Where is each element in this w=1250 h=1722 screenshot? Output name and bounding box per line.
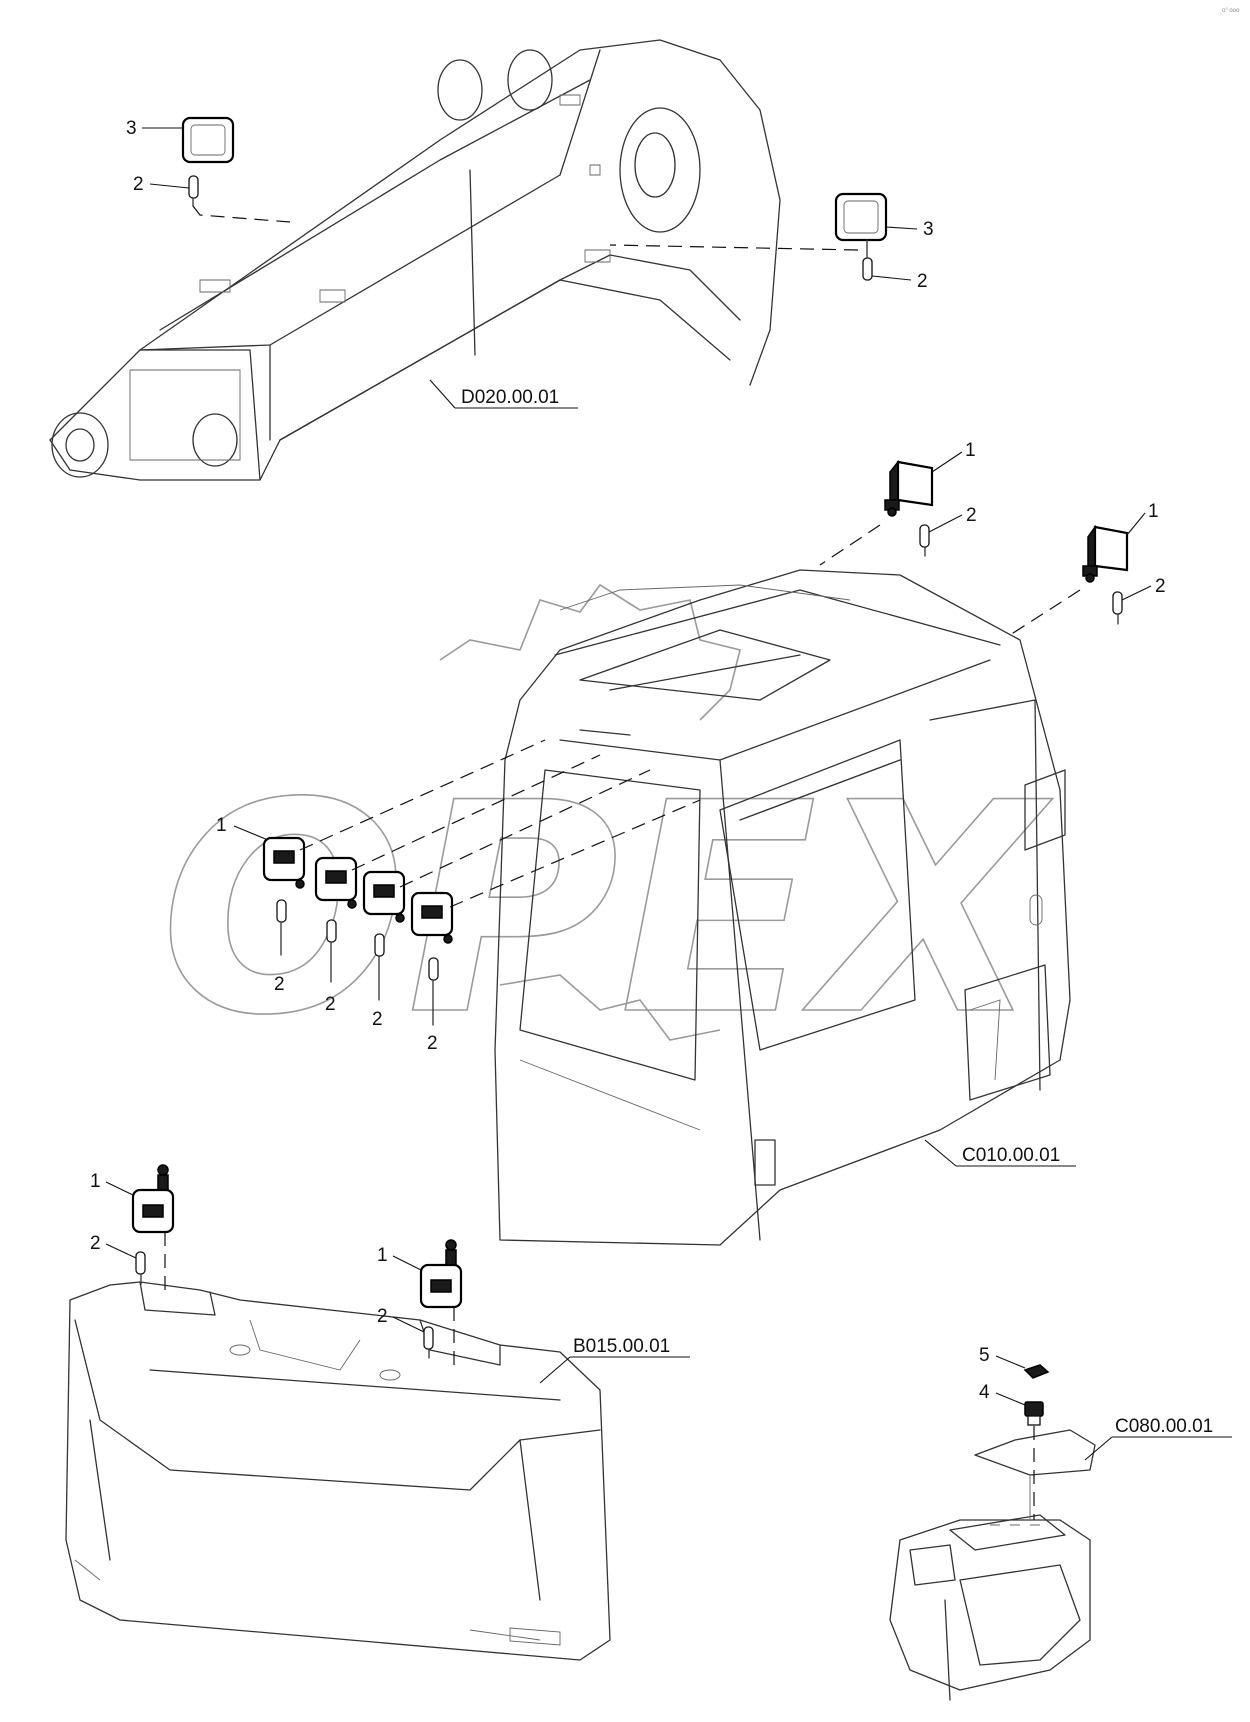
callout-rear-bulb-left: 2 [90, 1233, 137, 1259]
reference-code: C010.00.01 [962, 1145, 1060, 1166]
front-lamp-1-assembly-line [299, 739, 546, 851]
rear-work-lamp-right [419, 1239, 463, 1309]
callout-number: 5 [979, 1345, 990, 1366]
callout-number: 1 [216, 815, 227, 836]
callout-number: 3 [126, 118, 137, 139]
front-work-lamp-4 [410, 891, 454, 944]
reference-label-counterweight: B015.00.01 [539, 1336, 690, 1384]
callout-switch-cap: 5 [979, 1345, 1026, 1369]
boom-work-lamp-right [834, 192, 888, 242]
callout-number: 1 [90, 1171, 101, 1192]
front-work-lamp-1 [262, 836, 306, 889]
boom-assembly [49, 39, 781, 481]
boom-left-assembly-line [192, 205, 291, 223]
reference-label-boom: D020.00.01 [429, 379, 578, 409]
front-work-lamp-3 [362, 870, 406, 923]
callout-number: 2 [1155, 576, 1166, 597]
callout-number: 2 [274, 974, 285, 995]
boom-bulb-left [188, 175, 199, 207]
callout-front-bulb-4: 2 [427, 1033, 438, 1054]
front-bulb-3 [374, 933, 385, 1001]
reference-code: D020.00.01 [461, 387, 559, 408]
rear-bulb-left [135, 1251, 146, 1285]
callout-number: 3 [923, 219, 934, 240]
callout-rear-lamp-right: 1 [377, 1245, 422, 1271]
callout-number: 2 [427, 1033, 438, 1054]
front-lamp-2-assembly-line [351, 754, 601, 871]
callout-boom-bulb-left: 2 [133, 174, 190, 195]
callout-front-lamp: 1 [216, 815, 269, 841]
rear-work-lamp-left [131, 1164, 175, 1234]
cab-assembly [494, 569, 1071, 1246]
front-work-lamp-2 [314, 856, 358, 909]
callout-number: 4 [979, 1382, 990, 1403]
callout-switch-body: 4 [979, 1382, 1026, 1406]
roof-work-lamp-b [1082, 524, 1129, 583]
boom-bulb-right [862, 239, 873, 281]
roof-work-lamp-a [884, 459, 934, 517]
callout-roof-bulb-b: 2 [1121, 576, 1166, 601]
rear-bulb-right [423, 1326, 434, 1359]
front-bulb-4 [428, 957, 439, 1026]
callout-number: 2 [917, 271, 928, 292]
counterweight-assembly [65, 1281, 611, 1661]
reference-label-cab: C010.00.01 [924, 1139, 1076, 1167]
callout-boom-bulb-right: 2 [871, 271, 928, 292]
callout-rear-lamp-left: 1 [90, 1171, 134, 1196]
callout-roof-lamp-a: 1 [931, 440, 976, 473]
callout-number: 1 [1148, 501, 1159, 522]
callout-boom-lamp-left: 3 [126, 118, 183, 139]
callout-front-bulb-2: 2 [325, 994, 336, 1015]
callout-number: 2 [377, 1306, 388, 1327]
callout-number: 2 [325, 994, 336, 1015]
watermark: OPEX [159, 583, 1054, 1080]
callout-roof-bulb-a: 2 [928, 505, 977, 533]
callout-number: 2 [966, 505, 977, 526]
roof-lamp-a-assembly-line [819, 524, 881, 566]
roof-bulb-a [919, 524, 930, 557]
front-bulb-2 [326, 919, 337, 983]
front-lamp-4-assembly-line [449, 799, 701, 908]
roof-lamp-b-assembly-line [1009, 589, 1081, 636]
callout-boom-lamp-right: 3 [885, 219, 934, 240]
reference-label-console: C080.00.01 [1084, 1416, 1232, 1461]
switch-body [1024, 1401, 1044, 1426]
front-bulb-1 [276, 899, 287, 956]
boom-work-lamp-left [181, 116, 235, 164]
callout-rear-bulb-right: 2 [377, 1306, 425, 1333]
callout-front-bulb-3: 2 [372, 1009, 383, 1030]
corner-mark: o° ooo [1222, 8, 1240, 14]
front-lamp-3-assembly-line [399, 769, 651, 888]
console-assembly [889, 1429, 1096, 1701]
callout-number: 2 [133, 174, 144, 195]
reference-code: C080.00.01 [1115, 1416, 1213, 1437]
callout-number: 1 [377, 1245, 388, 1266]
watermark-text: OPEX [160, 742, 1053, 1079]
callout-roof-lamp-b: 1 [1126, 501, 1159, 536]
callout-front-bulb-1: 2 [274, 974, 285, 995]
callout-number: 1 [965, 440, 976, 461]
callout-number: 2 [372, 1009, 383, 1030]
switch-cap [1023, 1364, 1050, 1379]
reference-code: B015.00.01 [573, 1336, 670, 1357]
boom-right-assembly-line [609, 244, 859, 251]
roof-bulb-b [1112, 591, 1123, 625]
callout-number: 2 [90, 1233, 101, 1254]
